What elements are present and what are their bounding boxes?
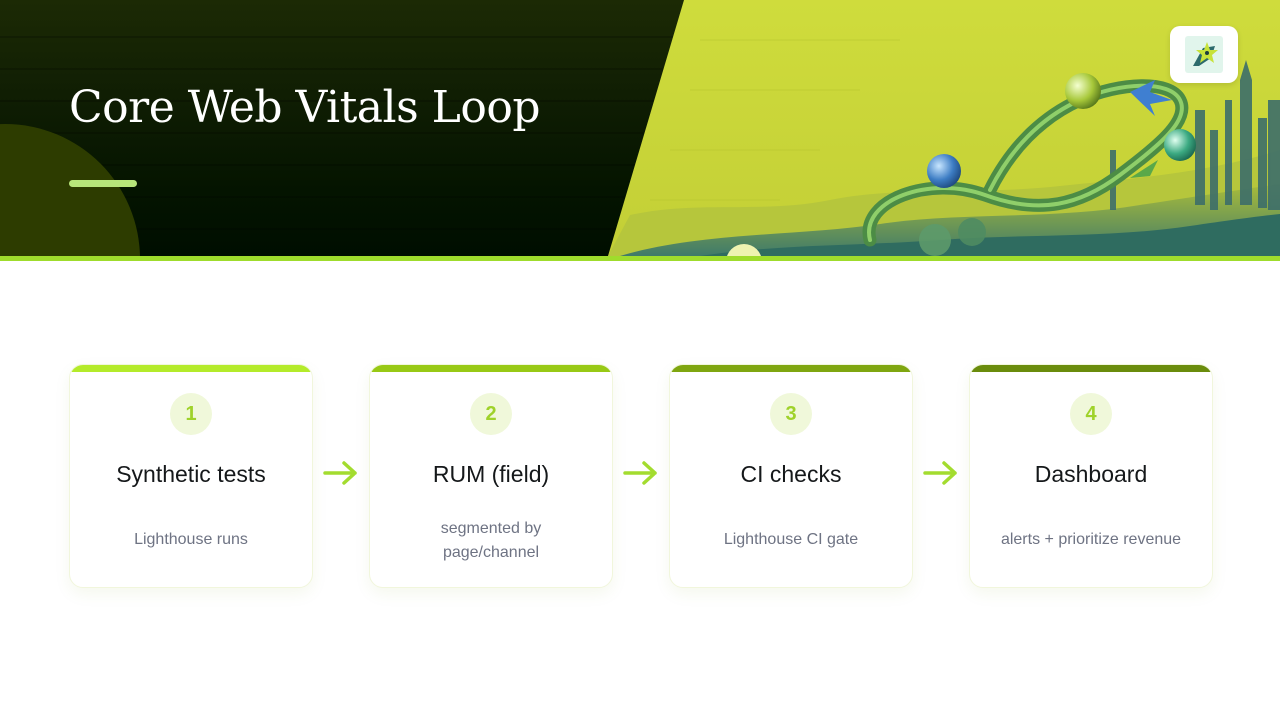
slide-title: Core Web Vitals Loop: [69, 82, 541, 133]
title-accent-bar: [69, 180, 137, 187]
step-description: Lighthouse CI gate: [723, 531, 859, 548]
header-banner: Core Web Vitals Loop: [0, 0, 1280, 256]
step-number-badge: 2: [470, 393, 512, 435]
card-top-bar: [670, 365, 912, 372]
brand-logo: [1170, 26, 1238, 83]
step-title: CI checks: [740, 461, 842, 487]
step-number-badge: 1: [170, 393, 212, 435]
arrow-right-icon: [623, 461, 657, 485]
step-card-3: 3 CI checks Lighthouse CI gate: [669, 364, 913, 588]
step-card-4: 4 Dashboard alerts + prioritize revenue: [969, 364, 1213, 588]
header-illustration: [608, 0, 1280, 256]
card-top-bar: [70, 365, 312, 372]
step-title: Dashboard: [1034, 461, 1148, 487]
step-number-badge: 3: [770, 393, 812, 435]
step-title: Synthetic tests: [116, 461, 266, 487]
arrow-right-icon: [923, 461, 957, 485]
card-top-bar: [370, 365, 612, 372]
step-number-badge: 4: [1070, 393, 1112, 435]
logo-mark-icon: [1185, 36, 1223, 73]
card-top-bar: [970, 365, 1212, 372]
header-divider: [0, 256, 1280, 261]
step-description: segmented by page/channel: [440, 520, 542, 561]
arrow-right-icon: [323, 461, 357, 485]
step-card-1: 1 Synthetic tests Lighthouse runs: [69, 364, 313, 588]
step-description: Lighthouse runs: [134, 531, 248, 548]
step-title: RUM (field): [432, 461, 550, 487]
step-description: alerts + prioritize revenue: [1000, 531, 1182, 548]
step-card-2: 2 RUM (field) segmented by page/channel: [369, 364, 613, 588]
